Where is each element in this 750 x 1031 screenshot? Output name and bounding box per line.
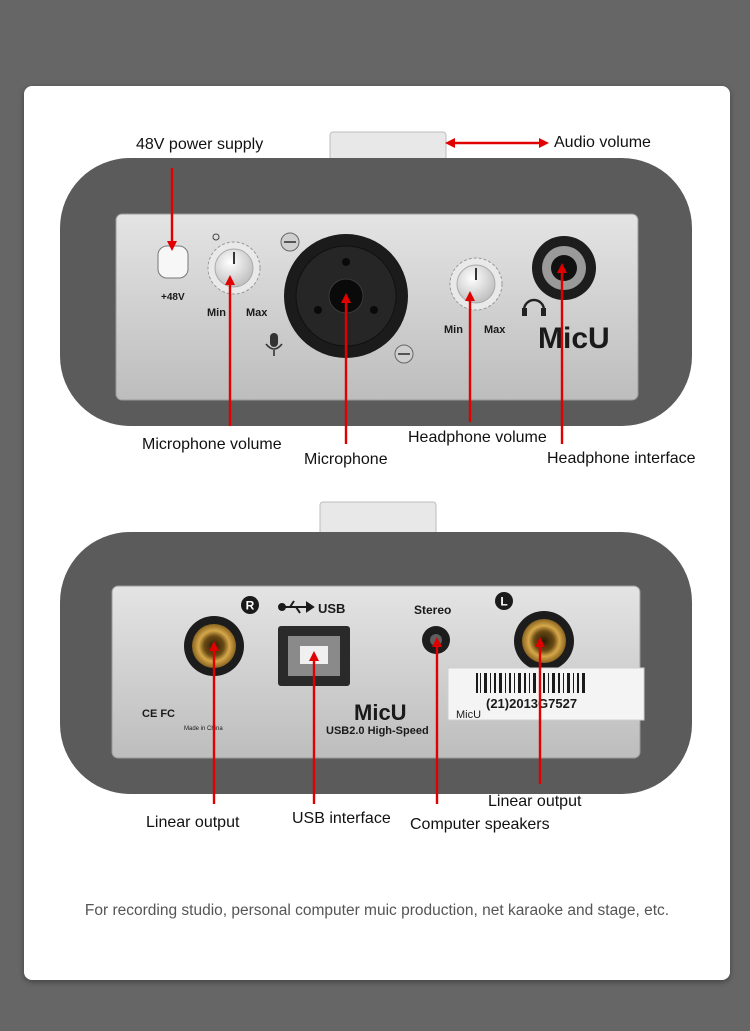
- label-computer-speakers: Computer speakers: [410, 816, 550, 833]
- label-headphone-volume: Headphone volume: [408, 429, 547, 446]
- top-device: +48V Min Max: [60, 131, 692, 426]
- r-mark-text: R: [246, 599, 255, 613]
- label-linear-output-left: Linear output: [146, 814, 240, 831]
- mic-knob-max-text: Max: [246, 307, 268, 319]
- sticker-brand-text: MicU: [456, 709, 481, 721]
- microphone-icon: [265, 333, 283, 356]
- hp-knob-max-text: Max: [484, 324, 506, 336]
- footer-caption: For recording studio, personal computer …: [84, 902, 670, 919]
- barcode-sticker: (21)2013G7527 MicU: [447, 667, 645, 721]
- usb-text: USB: [318, 601, 345, 616]
- bottom-device: R USB Stereo L: [60, 501, 692, 794]
- plus48v-text: +48V: [161, 292, 185, 303]
- product-card: +48V Min Max: [24, 86, 730, 980]
- hp-knob-min-text: Min: [444, 324, 463, 336]
- usb-icon: [278, 600, 315, 614]
- usb-speed-text: USB2.0 High-Speed: [326, 725, 429, 737]
- headphone-icon: [522, 298, 546, 311]
- bottom-brand-logo: MicU: [354, 700, 407, 725]
- screw-icon: [280, 232, 300, 252]
- screw-icon: [394, 344, 414, 364]
- stereo-text: Stereo: [414, 603, 451, 617]
- label-microphone-volume: Microphone volume: [142, 436, 282, 453]
- r-mark-badge: [241, 596, 259, 614]
- label-headphone-interface: Headphone interface: [547, 450, 696, 467]
- serial-number-text: (21)2013G7527: [486, 696, 577, 711]
- top-brand-logo: MicU: [538, 322, 610, 355]
- microphone-volume-knob: [214, 248, 254, 288]
- made-in-text: Made in China: [184, 726, 223, 732]
- device-illustration: +48V Min Max: [60, 131, 692, 804]
- mic-led-icon: [212, 233, 220, 241]
- label-microphone: Microphone: [304, 451, 388, 468]
- label-audio-volume: Audio volume: [554, 134, 651, 151]
- barcode-icon: [476, 673, 585, 693]
- l-mark-text: L: [500, 595, 507, 609]
- top-callout-arrows: [167, 138, 567, 444]
- phantom-power-button: [157, 245, 189, 279]
- mic-knob-min-text: Min: [207, 307, 226, 319]
- bottom-callout-arrows: [209, 637, 545, 804]
- label-48v-power-supply: 48V power supply: [136, 136, 264, 153]
- label-linear-output-right: Linear output: [488, 793, 582, 810]
- certification-text: CE FC: [142, 708, 175, 720]
- l-mark-badge: [495, 592, 513, 610]
- label-usb-interface: USB interface: [292, 810, 391, 827]
